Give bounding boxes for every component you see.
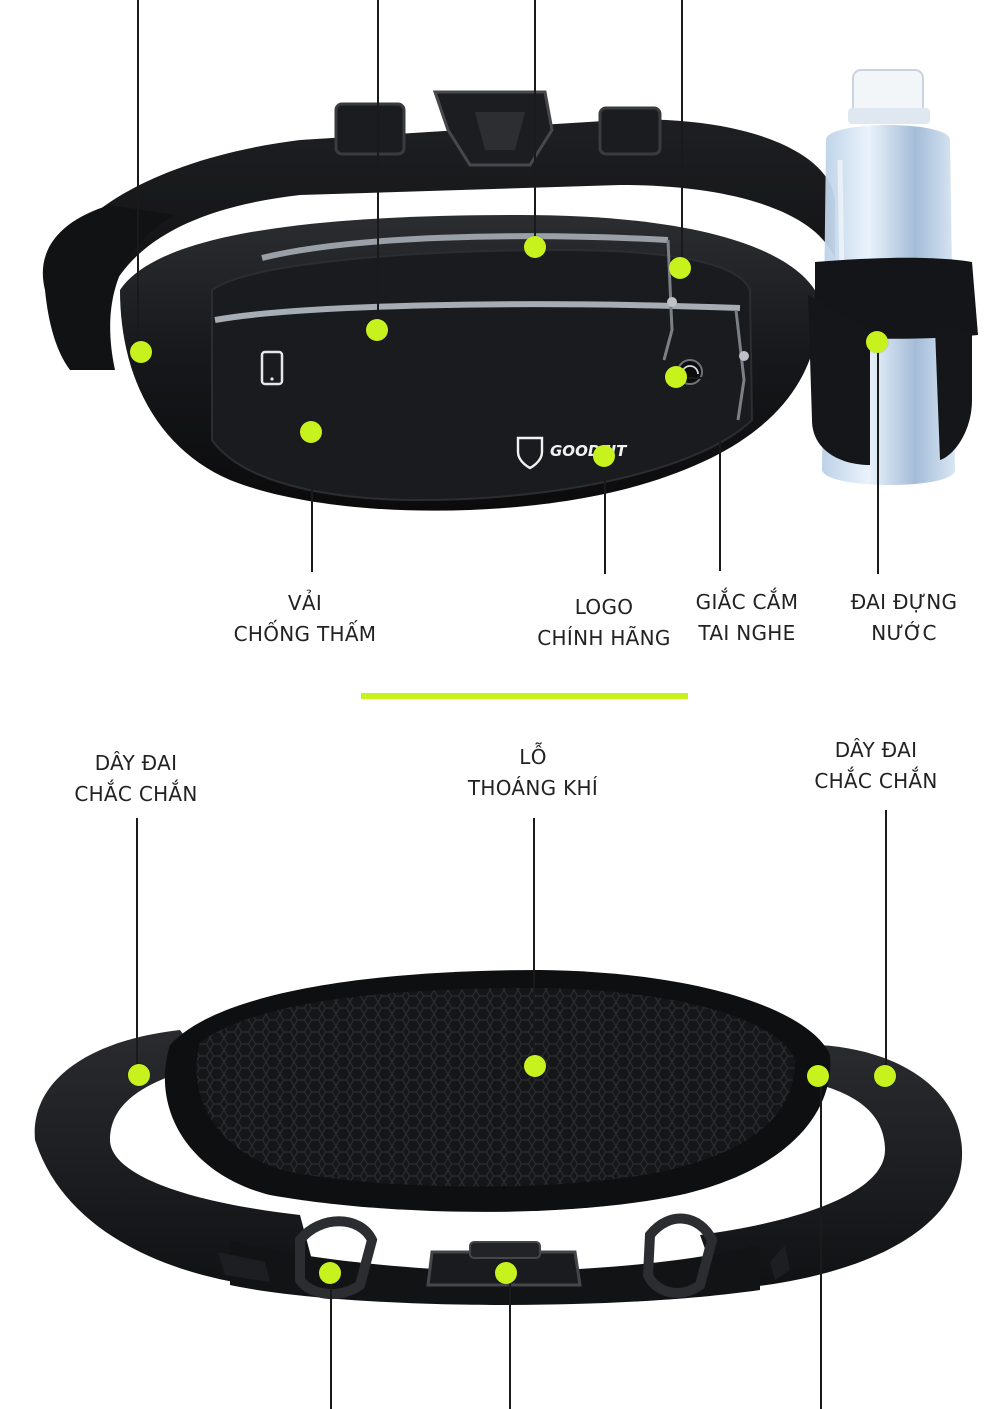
callout-line	[136, 818, 138, 1074]
callout-line	[820, 1076, 822, 1409]
highlight-dot	[524, 236, 546, 258]
strap-adjuster-left	[334, 102, 406, 156]
phone-icon	[260, 350, 284, 386]
label-headphone-jack: GIẮC CẮM TAI NGHE	[695, 590, 799, 645]
callout-line	[604, 456, 606, 574]
callout-line	[885, 810, 887, 1076]
highlight-dot	[593, 445, 615, 467]
logo-mark	[516, 436, 544, 470]
callout-line	[533, 818, 535, 1066]
callout-line	[330, 1275, 332, 1409]
highlight-dot	[319, 1262, 341, 1284]
label-waterproof-fabric: VẢI CHỐNG THẤM	[233, 591, 377, 646]
back-panel	[164, 970, 831, 1212]
front-bag-photo: GOODFIT	[42, 69, 978, 511]
mesh-padding	[196, 988, 796, 1187]
callout-line	[534, 0, 536, 248]
highlight-dot	[366, 319, 388, 341]
label-breathable-mesh: LỖ THOÁNG KHÍ	[467, 745, 599, 800]
callout-line	[676, 377, 720, 379]
highlight-dot	[300, 421, 322, 443]
highlight-dot	[665, 366, 687, 388]
label-official-logo: LOGO CHÍNH HÃNG	[537, 595, 671, 650]
label-strap-left: DÂY ĐAI CHẮC CHẮN	[74, 751, 198, 806]
highlight-dot	[807, 1065, 829, 1087]
callout-line	[877, 342, 879, 574]
waist-strap-back	[49, 119, 835, 350]
strap-adjuster-right	[598, 106, 662, 156]
section-divider	[361, 693, 688, 699]
label-bottle-holder: ĐAI ĐỰNG NƯỚC	[850, 590, 958, 645]
highlight-dot	[524, 1055, 546, 1077]
callout-line	[681, 0, 683, 268]
highlight-dot	[130, 341, 152, 363]
bottle-holder	[815, 257, 978, 339]
callout-line	[137, 0, 139, 352]
brand-logo: GOODFIT	[550, 442, 628, 460]
callout-line	[311, 432, 313, 572]
callout-line	[509, 1275, 511, 1409]
highlight-dot	[874, 1065, 896, 1087]
highlight-dot	[128, 1064, 150, 1086]
highlight-dot	[495, 1262, 517, 1284]
label-strap-right: DÂY ĐAI CHẮC CHẮN	[814, 738, 938, 793]
highlight-dot	[866, 331, 888, 353]
callout-line	[719, 377, 721, 571]
callout-line	[377, 0, 379, 330]
highlight-dot	[669, 257, 691, 279]
